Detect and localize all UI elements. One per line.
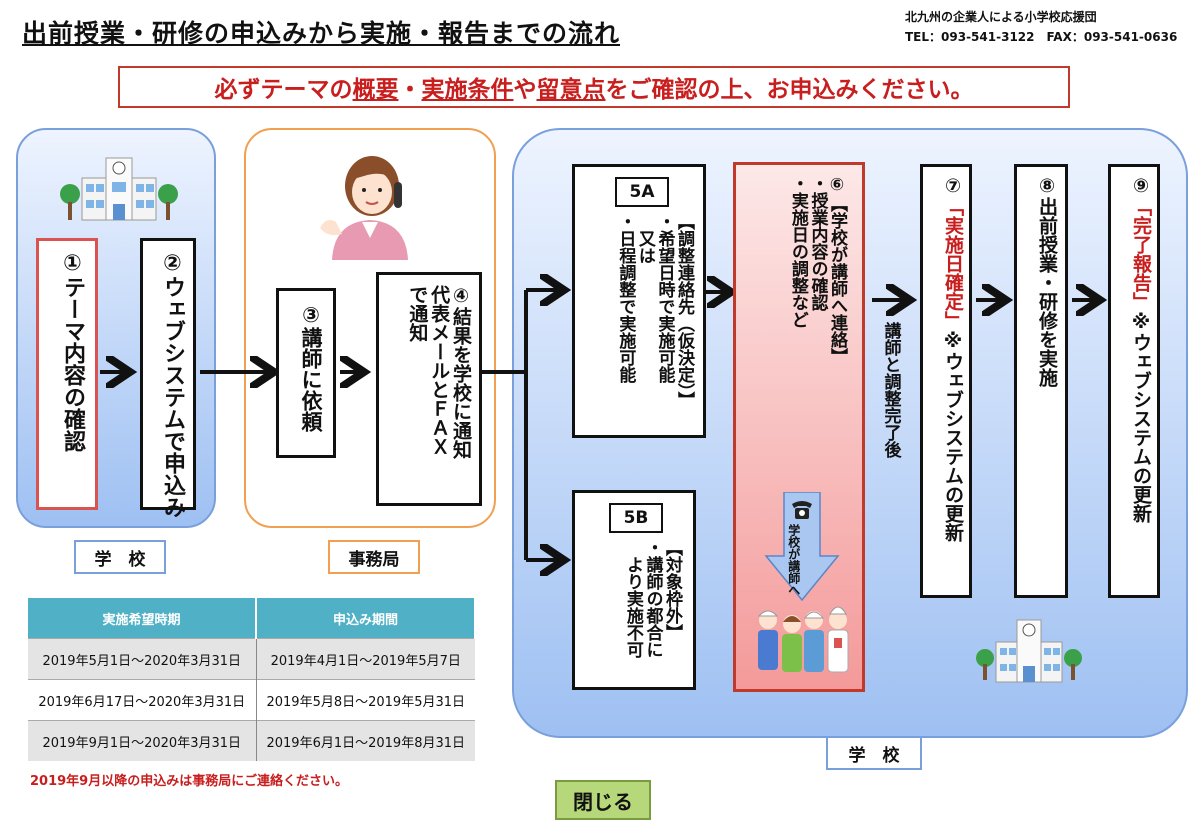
table-row: 2019年9月1日～2020年3月31日 2019年6月1日～2019年8月31…: [28, 720, 475, 761]
step-5a-line-3: 又は: [634, 213, 655, 264]
table-cell: 2019年5月1日～2020年3月31日: [28, 638, 257, 680]
step-6-line-3: ・実施日の調整など: [787, 175, 808, 328]
operator-woman-icon: [320, 156, 408, 260]
step-5a-line-1: 【調整連絡先（仮決定）】: [674, 213, 694, 409]
close-button[interactable]: 閉じる: [555, 780, 651, 820]
step-5b-line-1: 【対象枠外】: [662, 539, 682, 641]
notice-banner: 必ずテーマの概要・実施条件や留意点をご確認の上、お申込みください。: [118, 66, 1070, 108]
schedule-table: 実施希望時期 申込み期間 2019年5月1日～2020年3月31日 2019年4…: [28, 598, 476, 761]
step-2-number: ②: [160, 251, 185, 276]
telephone-icon: [792, 501, 812, 519]
step-5a-label: 5A: [615, 177, 669, 207]
step-7-number: ⑦: [942, 175, 964, 197]
step-5b-box: 5B 【対象枠外】 ・講師の都合に より実施不可: [572, 490, 696, 690]
step-2-box: ②ウェブシステムで申込み: [140, 238, 196, 518]
adjustment-complete-text: 講師と調整完了後: [880, 322, 901, 458]
notice-text-mid-1: ・: [398, 77, 422, 103]
step-4-line-2: 代表メールとＦＡＸ: [428, 285, 451, 456]
step-4-line-3: で通知: [406, 285, 429, 342]
step-9-box: ⑨「完了報告」※ウェブシステムの更新: [1108, 164, 1160, 598]
table-row: 2019年5月1日～2020年3月31日 2019年4月1日～2019年5月7日: [28, 638, 475, 680]
organization-name: 北九州の企業人による小学校応援団: [905, 10, 1097, 24]
step-9-number: ⑨: [1130, 175, 1152, 197]
step-1-box: ①テーマ内容の確認: [36, 238, 98, 510]
step-8-text: 出前授業・研修を実施: [1036, 197, 1058, 387]
table-cell: 2019年9月1日～2020年3月31日: [28, 720, 257, 761]
step-6-arrow-text: 学校が講師へ: [786, 524, 801, 596]
table-cell: 2019年5月8日～2019年5月31日: [256, 679, 475, 721]
step-6-line-1: 【学校が講師へ連絡】: [827, 195, 847, 365]
notice-text-post: をご確認の上、お申込みください。: [605, 77, 974, 103]
step-5a-line-2: ・希望日時で実施可能: [654, 213, 675, 383]
school-to-instructor-arrow: [764, 492, 840, 602]
schedule-header-period: 実施希望時期: [28, 598, 257, 639]
page-title: 出前授業・研修の申込みから実施・報告までの流れ: [22, 19, 621, 48]
school-building-right-icon: [976, 619, 1082, 683]
schedule-footnote: 2019年9月以降の申込みは事務局にご連絡ください。: [30, 774, 348, 789]
step-4-box: ④結果を学校に通知 代表メールとＦＡＸ で通知: [376, 272, 482, 506]
step-5b-line-3: より実施不可: [622, 539, 643, 658]
table-cell: 2019年4月1日～2019年5月7日: [256, 638, 475, 680]
school-label-right: 学 校: [826, 736, 922, 770]
office-label: 事務局: [328, 540, 420, 574]
step-5b-line-2: ・講師の都合に: [642, 539, 663, 658]
schedule-header-application: 申込み期間: [256, 598, 476, 639]
step-7-red-text: 「実施日確定」: [942, 197, 964, 330]
table-row: 2019年6月17日～2020年3月31日 2019年5月8日～2019年5月3…: [28, 679, 475, 721]
step-6-box: ⑥【学校が講師へ連絡】 ・授業内容の確認 ・実施日の調整など: [733, 162, 865, 692]
step-3-text: 講師に依頼: [299, 327, 323, 432]
notice-text-mid-2: や: [513, 77, 537, 103]
table-cell: 2019年6月17日～2020年3月31日: [28, 679, 257, 721]
table-cell: 2019年6月1日～2019年8月31日: [256, 720, 475, 761]
step-6-line-2: ・授業内容の確認: [807, 175, 828, 311]
step-6-number: ⑥: [827, 175, 847, 195]
step-2-text: ウェブシステムで申込み: [160, 276, 185, 518]
step-3-number: ③: [299, 303, 323, 327]
notice-underline-2: 実施条件: [421, 77, 514, 103]
step-1-number: ①: [60, 251, 85, 276]
step-4-number: ④: [450, 285, 472, 307]
step-8-box: ⑧出前授業・研修を実施: [1014, 164, 1068, 598]
step-5a-box: 5A 【調整連絡先（仮決定）】 ・希望日時で実施可能 又は ・日程調整で実施可能: [572, 164, 706, 438]
step-7-box: ⑦「実施日確定」※ウェブシステムの更新: [920, 164, 972, 598]
step-5b-label: 5B: [609, 503, 663, 533]
step-7-text: ※ウェブシステムの更新: [942, 330, 964, 542]
step-3-box: ③講師に依頼: [276, 288, 336, 458]
step-9-text: ※ウェブシステムの更新: [1130, 311, 1152, 523]
notice-underline-1: 概要: [352, 77, 399, 103]
step-1-text: テーマ内容の確認: [60, 276, 85, 452]
school-label-left: 学 校: [74, 540, 166, 574]
step-5a-line-4: ・日程調整で実施可能: [615, 213, 636, 383]
schedule-header-row: 実施希望時期 申込み期間: [28, 598, 476, 639]
contact-info: TEL：093-541-3122 FAX：093-541-0636: [905, 30, 1178, 44]
step-9-red-text: 「完了報告」: [1130, 197, 1152, 311]
school-building-icon: [60, 157, 178, 221]
step-8-number: ⑧: [1036, 175, 1058, 197]
step-4-line-1: 結果を学校に通知: [450, 307, 472, 459]
notice-text-pre: 必ずテーマの: [214, 77, 353, 103]
instructors-group-icon: [757, 606, 849, 673]
notice-underline-3: 留意点: [536, 77, 606, 103]
